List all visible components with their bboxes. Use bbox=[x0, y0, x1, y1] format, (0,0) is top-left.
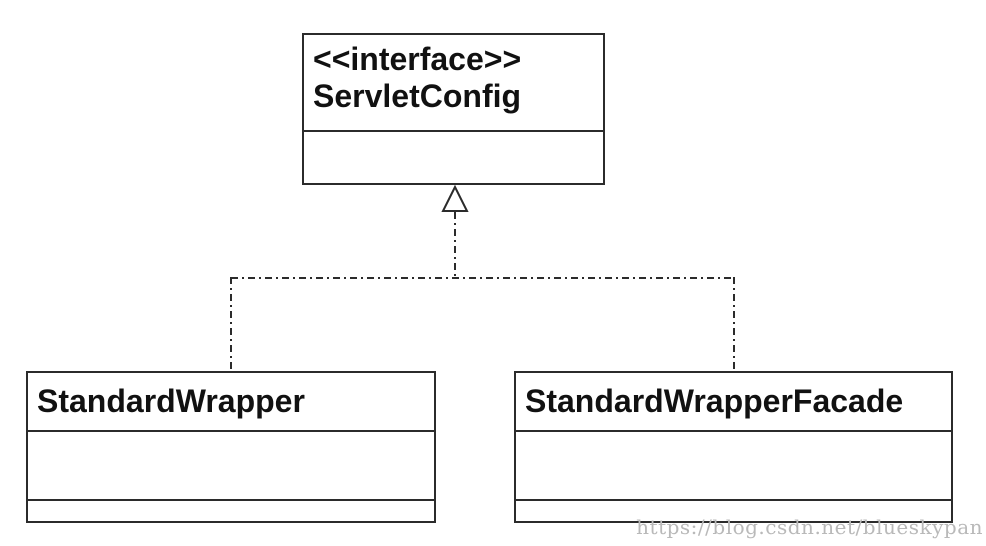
hollow-triangle-arrowhead-icon bbox=[441, 184, 469, 212]
uml-class-box-servletconfig: <<interface>> ServletConfig bbox=[302, 33, 605, 185]
interface-name-label: ServletConfig bbox=[313, 78, 522, 114]
uml-class-box-standardwrapperfacade: StandardWrapperFacade bbox=[514, 371, 953, 523]
standardwrapper-attributes-compartment bbox=[28, 430, 434, 499]
standardwrapperfacade-operations-compartment bbox=[516, 499, 951, 521]
standardwrapper-name-label: StandardWrapper bbox=[37, 383, 305, 419]
standardwrapperfacade-name-compartment: StandardWrapperFacade bbox=[516, 373, 951, 430]
servletconfig-name-compartment: <<interface>> ServletConfig bbox=[304, 35, 603, 130]
standardwrapper-name-compartment: StandardWrapper bbox=[28, 373, 434, 430]
interface-stereotype-label: <<interface>> bbox=[313, 41, 522, 77]
standardwrapperfacade-attributes-compartment bbox=[516, 430, 951, 499]
servletconfig-members-compartment bbox=[304, 130, 603, 183]
standardwrapper-operations-compartment bbox=[28, 499, 434, 521]
uml-class-box-standardwrapper: StandardWrapper bbox=[26, 371, 436, 523]
standardwrapperfacade-name-label: StandardWrapperFacade bbox=[525, 383, 904, 419]
watermark-text: https://blog.csdn.net/blueskypan bbox=[636, 515, 983, 539]
